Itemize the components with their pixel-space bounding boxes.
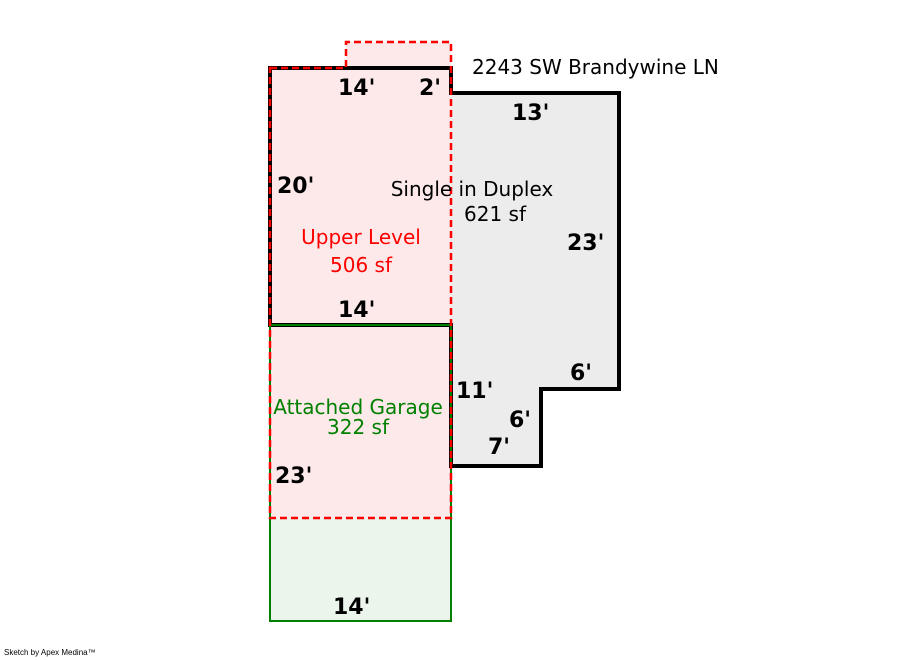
main-area-name: Single in Duplex: [391, 177, 554, 201]
dim-step-bottom: 7': [488, 435, 510, 460]
address-label: 2243 SW Brandywine LN: [472, 55, 719, 79]
garage-size: 322 sf: [327, 415, 390, 439]
dim-top-right: 13': [512, 101, 549, 126]
sketch-credit: Sketch by Apex Medina™: [4, 648, 96, 657]
upper-level-size: 506 sf: [330, 253, 393, 277]
dim-left-upper: 20': [277, 174, 314, 199]
garage-name: Attached Garage: [273, 395, 443, 419]
dim-step-side: 6': [509, 408, 531, 433]
upper-level-outline: [268, 40, 453, 520]
upper-level-name: Upper Level: [301, 225, 421, 249]
dim-inner-vertical: 11': [456, 379, 493, 404]
dim-garage-bottom: 14': [333, 595, 370, 620]
upper-level-fill: [270, 42, 451, 518]
dim-garage-left: 23': [275, 464, 312, 489]
dim-step-top: 6': [570, 361, 592, 386]
main-area-size: 621 sf: [464, 202, 527, 226]
dim-top-notch: 2': [419, 76, 441, 101]
dim-top-left: 14': [338, 76, 375, 101]
dim-right: 23': [567, 231, 604, 256]
dim-middle: 14': [338, 298, 375, 323]
